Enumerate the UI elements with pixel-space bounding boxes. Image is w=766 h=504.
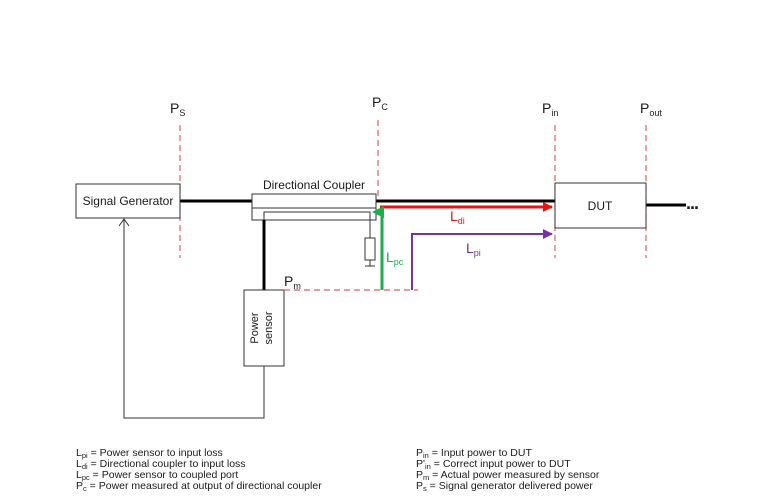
plane-label-ps: PS [170, 100, 185, 118]
pm-label: Pm [284, 273, 301, 291]
directional-coupler-label: Directional Coupler [263, 178, 365, 192]
lpi-label: Lpi [466, 240, 481, 258]
coupled-arm [263, 211, 371, 226]
legend-left-item: Lpi = Power sensor to input loss [76, 447, 223, 460]
dut-block [554, 182, 647, 229]
feedback-loop [124, 220, 265, 419]
legend-right-item: P'in = Correct input power to DUT [416, 458, 571, 471]
power-sensor-label-line1: Power [249, 312, 261, 344]
ldi-label: Ldi [450, 208, 465, 226]
legend-left-item: Ldi = Directional coupler to input loss [76, 458, 246, 471]
termination-resistor [364, 237, 376, 261]
signal-generator-label: Signal Generator [83, 194, 174, 208]
lpi-arrow [411, 229, 553, 290]
legend-left-item: Lpc = Power sensor to coupled port [76, 469, 238, 482]
legend-right-item: Pm = Actual power measured by sensor [416, 469, 600, 482]
output-continuation: ... [686, 193, 698, 213]
power-sensor-label-line2: sensor [263, 311, 275, 344]
directional-coupler-block [251, 193, 377, 221]
dut-label: DUT [588, 199, 613, 213]
legend-left-item: Pc = Power measured at output of directi… [76, 480, 322, 493]
legend-right-item: Ps = Signal generator delivered power [416, 480, 593, 493]
legend-right-item: Pin = Input power to DUT [416, 447, 532, 460]
signal-generator-block [75, 183, 181, 219]
plane-label-pc: PC [372, 94, 388, 112]
plane-label-pin: Pin [542, 100, 558, 118]
lpc-label: Lpc [386, 249, 404, 267]
plane-label-pout: Pout [640, 100, 662, 118]
